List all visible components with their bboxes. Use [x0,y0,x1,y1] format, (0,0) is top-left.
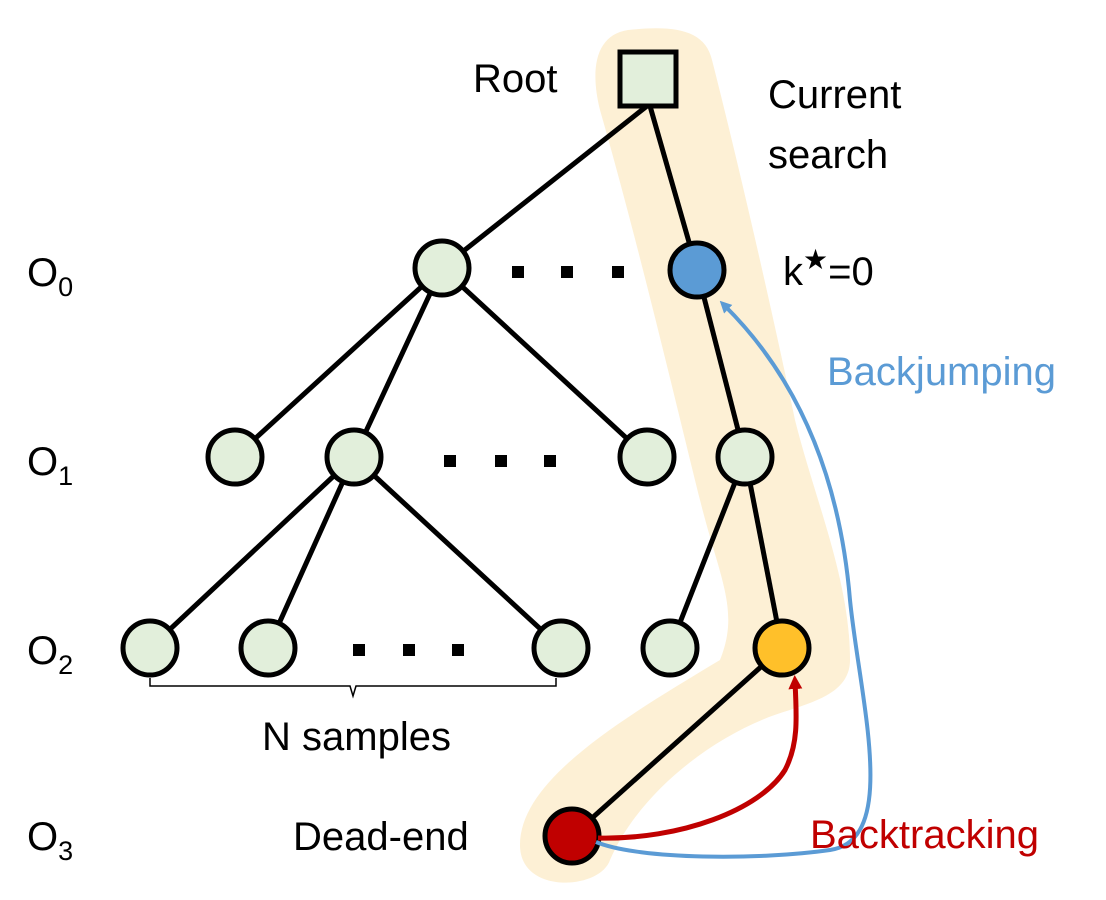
ellipsis-o1-3 [544,455,556,467]
level-o2-base: O [27,629,58,673]
level-o3-base: O [27,815,58,859]
current-search-label-line1: Current [768,73,901,117]
level-label-o1: O1 [27,440,73,491]
node-o1-d [715,427,775,487]
node-o0-k-star [667,240,727,300]
edge-o1d-o2d [667,456,748,649]
tree-nodes [120,238,812,866]
ellipsis-o1-1 [444,455,456,467]
edge-root-o0-left [440,104,649,270]
node-o2-b [238,618,298,678]
star-icon: ★ [803,244,828,275]
edge-o0a-o1b [351,266,445,459]
n-samples-brace [149,678,557,699]
edge-o2e-o3 [570,646,784,838]
backtracking-label: Backtracking [810,813,1039,857]
n-samples-label: N samples [262,715,451,759]
node-o2-d [640,618,700,678]
node-o1-c [617,427,677,487]
k-star-prefix: k [783,250,804,294]
ellipsis-o1-2 [495,455,507,467]
ellipsis-o0-3 [612,266,624,278]
backjumping-arrow [595,300,873,859]
current-search-label-line2: search [768,133,888,177]
level-o2-sub: 2 [58,650,73,680]
tree-edges [148,104,785,838]
node-o1-a [205,427,265,487]
k-star-label: k★=0 [783,244,874,294]
level-o1-base: O [27,440,58,484]
root-node [617,49,679,109]
ellipsis-o2-3 [452,644,464,656]
ellipsis-o0-2 [561,266,573,278]
node-o1-b [324,427,384,487]
edge-o1b-o2c [352,455,563,650]
level-o0-sub: 0 [58,272,73,302]
level-o1-sub: 1 [58,461,73,491]
edge-o0b-o1d [694,269,748,458]
edge-o0a-o1a [233,266,444,459]
ellipsis-o2-1 [353,644,365,656]
ellipsis-o0-1 [512,266,524,278]
ellipsis-dots [353,266,624,656]
node-o2-a [120,618,180,678]
node-o0-a [412,238,472,298]
node-o2-c [531,618,591,678]
k-star-suffix: =0 [828,250,874,294]
edge-o0a-o1c [440,266,649,459]
dead-end-label: Dead-end [293,815,469,859]
level-label-o3: O3 [27,815,73,866]
backjumping-label: Backjumping [827,350,1056,394]
node-o3-dead-end [542,806,602,866]
edge-o1b-o2b [265,455,357,650]
edge-o1d-o2e [742,456,785,649]
backtracking-arrow [597,675,803,841]
level-o0-base: O [27,251,58,295]
level-label-o2: O2 [27,629,73,680]
edge-o1b-o2a [148,455,356,650]
ellipsis-o2-2 [403,644,415,656]
node-o2-backtrack-target [752,618,812,678]
level-o3-sub: 3 [58,836,73,866]
root-label: Root [473,57,558,101]
level-label-o0: O0 [27,251,73,302]
